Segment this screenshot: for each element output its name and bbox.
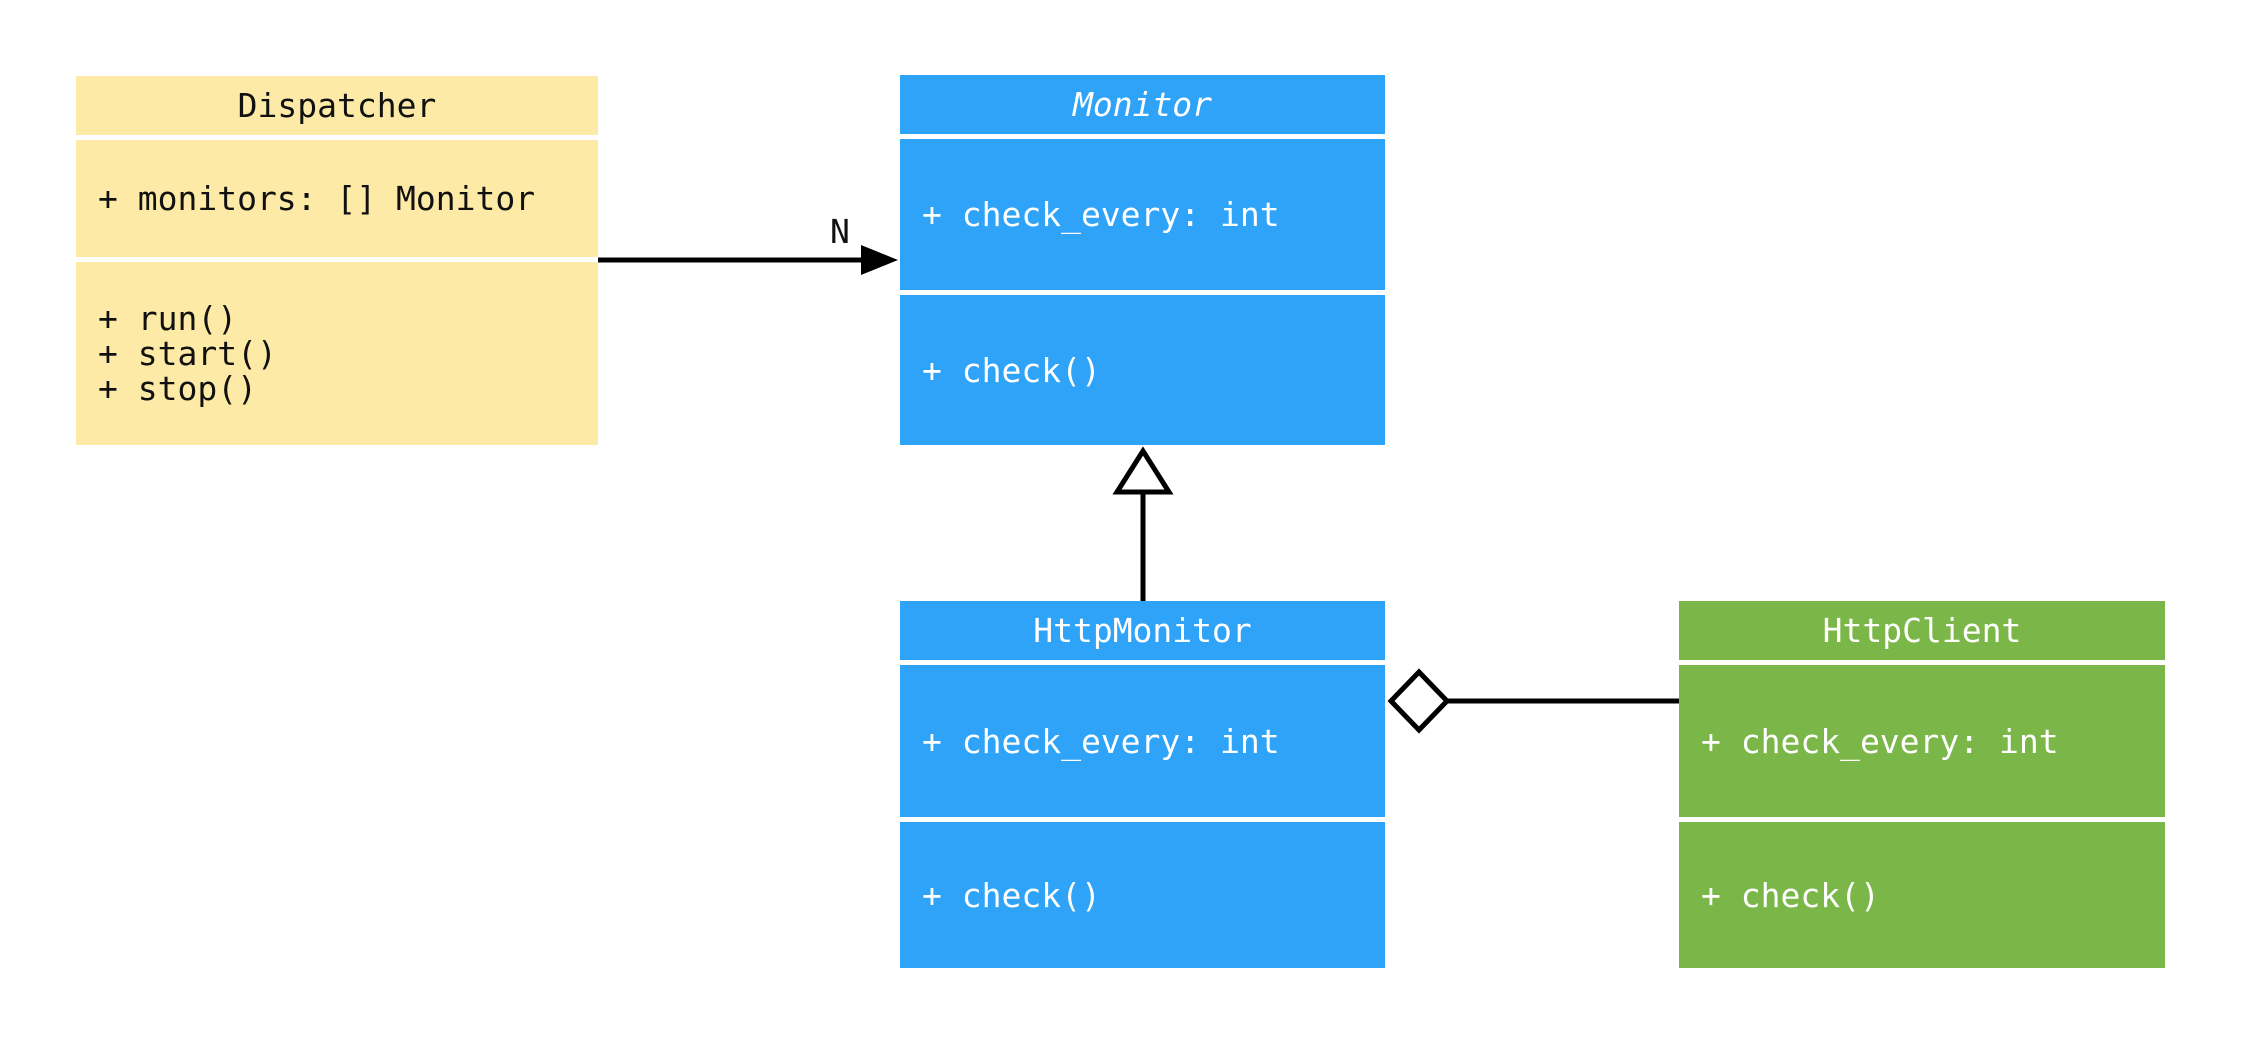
class-attributes-section: + check_every: int [900,665,1385,817]
class-methods-section: + check() [900,295,1385,445]
association-multiplicity-label: N [830,212,850,251]
class-attribute: + check_every: int [922,195,1280,234]
class-method: + check() [922,875,1101,915]
class-dispatcher: Dispatcher + monitors: [] Monitor + run(… [76,76,598,445]
class-method: + run() [98,299,238,338]
class-title: HttpClient [1679,601,2165,660]
class-attributes-section: + check_every: int [1679,665,2165,817]
filled-arrowhead-icon [861,245,898,275]
generalization-arrow [1112,446,1174,601]
class-attributes-section: + monitors: [] Monitor [76,140,598,257]
class-attribute: + check_every: int [922,721,1280,761]
class-attribute: + monitors: [] Monitor [98,179,536,218]
hollow-triangle-icon [1112,446,1174,495]
class-attributes-section: + check_every: int [900,139,1385,290]
class-httpclient: HttpClient + check_every: int + check() [1679,601,2165,968]
class-methods-section: + check() [1679,822,2165,968]
class-title: HttpMonitor [900,601,1385,660]
aggregation-connector [1387,668,1679,734]
association-arrow [598,245,898,275]
class-method: + check() [922,350,1101,390]
class-monitor: Monitor + check_every: int + check() [900,75,1385,445]
class-attribute: + check_every: int [1701,721,2059,761]
class-method: + start() [98,334,277,373]
hollow-diamond-icon [1387,668,1451,734]
class-method: + stop() [98,369,257,408]
class-methods-section: + run() + start() + stop() [76,262,598,445]
class-title: Monitor [900,75,1385,134]
class-title: Dispatcher [76,76,598,135]
class-method: + check() [1701,875,1880,915]
class-httpmonitor: HttpMonitor + check_every: int + check() [900,601,1385,968]
class-methods-section: + check() [900,822,1385,968]
